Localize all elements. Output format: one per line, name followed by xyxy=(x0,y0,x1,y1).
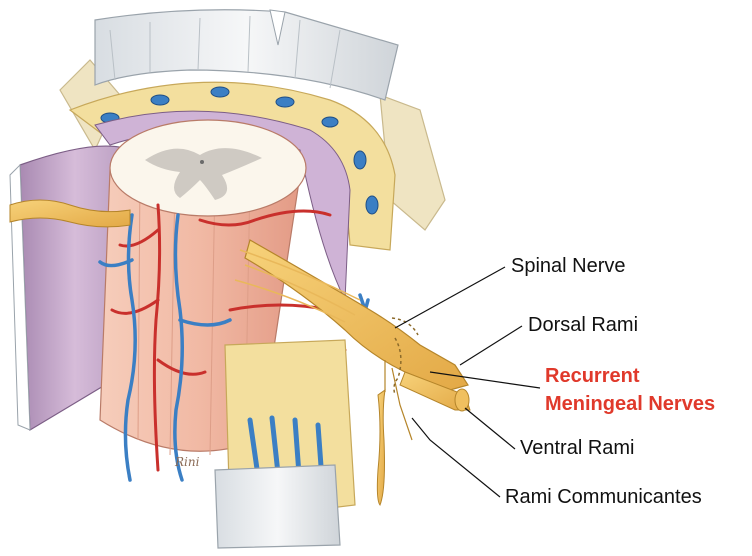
label-recurrent-meningeal-nerves: Recurrent Meningeal Nerves xyxy=(545,362,715,418)
label-rami-communicantes: Rami Communicantes xyxy=(505,486,702,508)
label-recurrent-line2: Meningeal Nerves xyxy=(545,393,716,415)
leader-lines xyxy=(394,266,541,498)
ventral-rami-leader xyxy=(464,407,516,450)
label-ventral-rami: Ventral Rami xyxy=(520,437,635,459)
label-spinal-nerve: Spinal Nerve xyxy=(511,255,626,277)
artist-signature: Rini xyxy=(174,455,200,469)
label-recurrent-line1: Recurrent xyxy=(545,365,640,387)
recurrent-meningeal-leader xyxy=(429,371,541,389)
label-dorsal-rami: Dorsal Rami xyxy=(528,314,639,336)
dorsal-rami-leader xyxy=(459,325,523,366)
spinal-nerve-leader xyxy=(394,266,506,329)
rami-communicantes-leader xyxy=(411,417,501,498)
spinal-nerve xyxy=(9,199,471,506)
lower-vertebral-section xyxy=(214,339,356,549)
outer-ligament-layer xyxy=(94,9,399,101)
